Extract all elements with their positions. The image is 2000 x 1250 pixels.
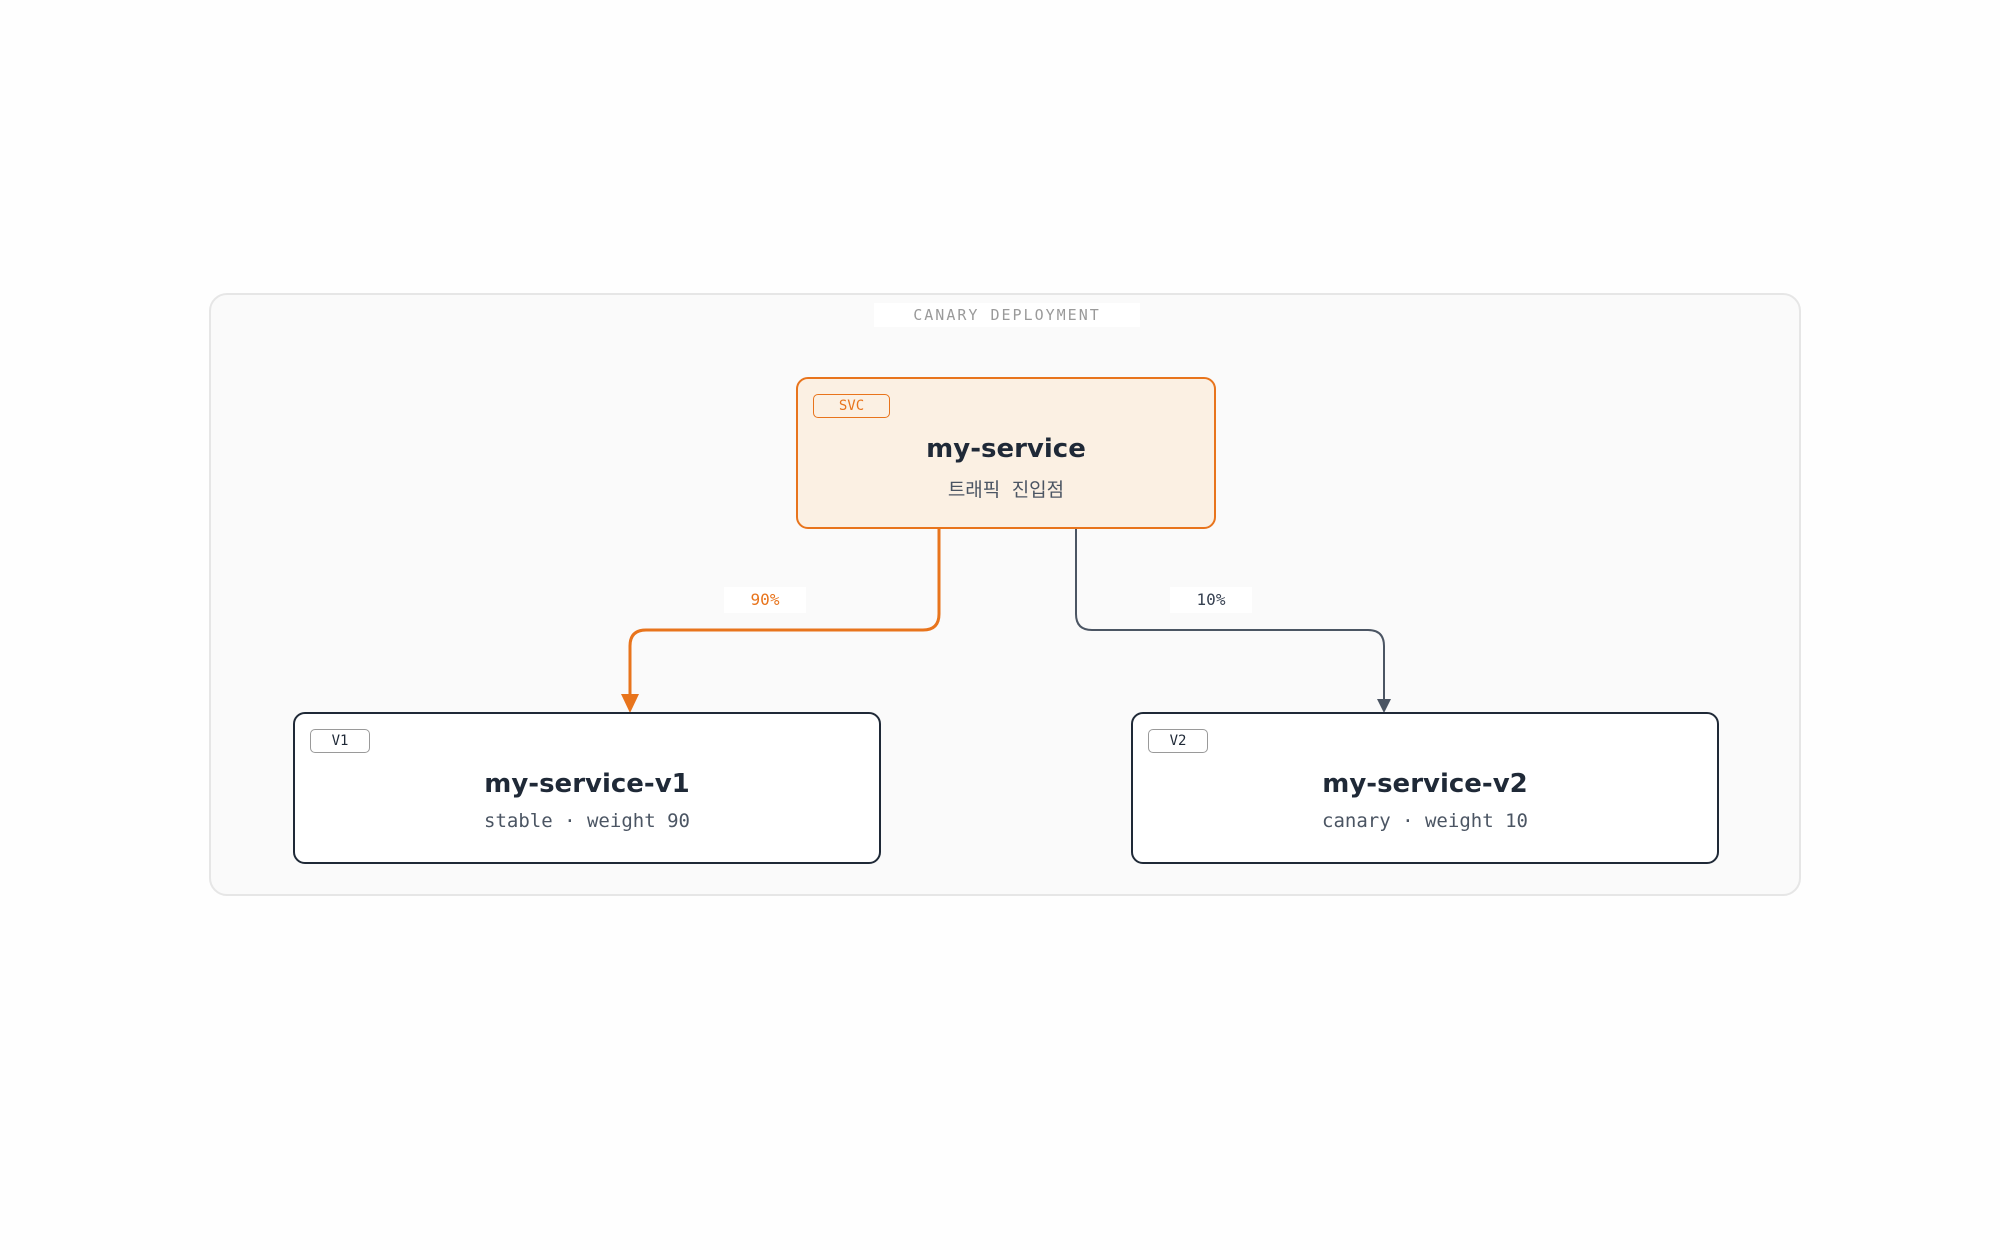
v1-title: my-service-v1 [484, 769, 690, 799]
edge-label-v2: 10% [1170, 587, 1252, 613]
v1-node[interactable]: V1 my-service-v1 stable · weight 90 [293, 712, 881, 864]
svc-tag: SVC [813, 394, 890, 418]
v2-node[interactable]: V2 my-service-v2 canary · weight 10 [1131, 712, 1719, 864]
v2-tag: V2 [1148, 729, 1208, 753]
v2-title: my-service-v2 [1322, 769, 1528, 799]
v2-subtitle: canary · weight 10 [1322, 810, 1528, 832]
service-node[interactable]: SVC my-service 트래픽 진입점 [796, 377, 1216, 529]
group-title: CANARY DEPLOYMENT [874, 303, 1140, 327]
edge-label-v1: 90% [724, 587, 806, 613]
service-title: my-service [926, 434, 1086, 464]
v1-tag: V1 [310, 729, 370, 753]
service-subtitle: 트래픽 진입점 [947, 479, 1065, 501]
v1-subtitle: stable · weight 90 [484, 810, 690, 832]
